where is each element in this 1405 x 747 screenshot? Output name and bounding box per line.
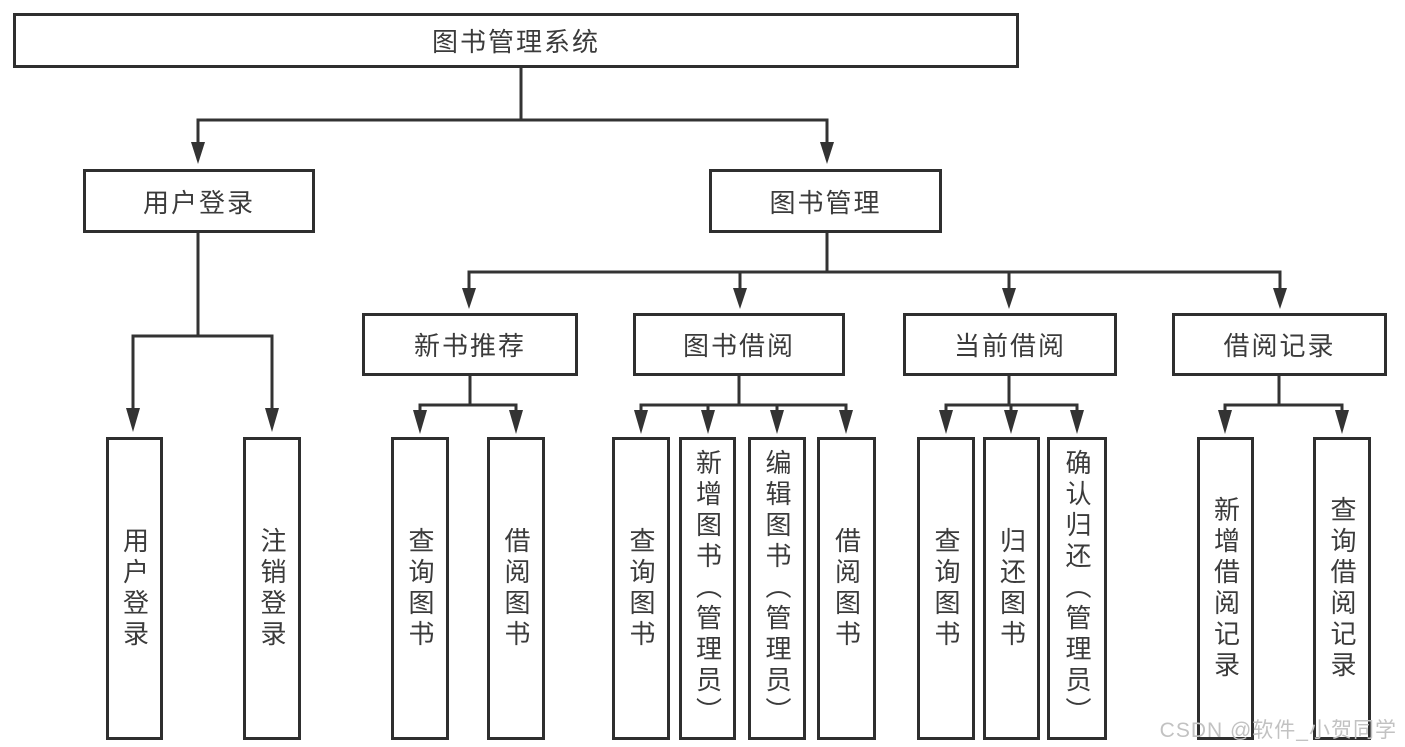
node-current-borrowing: 当前借阅 [903,313,1117,376]
leaf-add-books-admin: 新增图书（管理员） [679,437,736,740]
connector-borrow-records-to-leaves [1218,375,1349,434]
leaf-query-books-current: 查询图书 [917,437,975,740]
connector-new-books-to-leaves [413,375,523,434]
csdn-watermark: CSDN @软件_小贺同学 [1159,719,1397,742]
connector-root-to-level2 [191,67,834,164]
node-root-library-system: 图书管理系统 [13,13,1019,68]
leaf-logout: 注销登录 [243,437,301,740]
connector-book-mgmt-to-level3 [462,233,1287,309]
leaf-borrow-books-recommend: 借阅图书 [487,437,545,740]
node-new-book-recommend: 新书推荐 [362,313,578,376]
node-user-login: 用户登录 [83,169,315,233]
connector-book-borrow-to-leaves [634,375,853,434]
connector-current-borrow-to-leaves [939,375,1084,434]
leaf-confirm-return-admin: 确认归还（管理员） [1047,437,1107,740]
node-borrowing-records: 借阅记录 [1172,313,1387,376]
node-book-management: 图书管理 [709,169,942,233]
leaf-add-borrow-record: 新增借阅记录 [1197,437,1254,740]
leaf-user-login: 用户登录 [106,437,163,740]
node-book-borrowing: 图书借阅 [633,313,845,376]
leaf-return-books: 归还图书 [983,437,1040,740]
leaf-edit-books-admin: 编辑图书（管理员） [748,437,806,740]
leaf-query-books-borrowing: 查询图书 [612,437,670,740]
leaf-query-books-recommend: 查询图书 [391,437,449,740]
leaf-borrow-books-borrowing: 借阅图书 [817,437,876,740]
connector-user-login-to-leaves [126,233,279,432]
leaf-query-borrow-record: 查询借阅记录 [1313,437,1371,740]
